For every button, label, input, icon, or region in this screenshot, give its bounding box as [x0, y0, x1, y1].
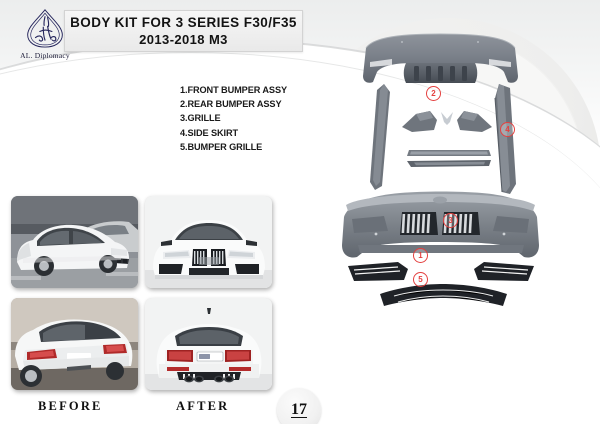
part-rear-bumper-assy [363, 33, 518, 83]
part-side-skirt-left [370, 84, 390, 190]
parts-list: 1.FRONT BUMPER ASSY 2.REAR BUMPER ASSY 3… [180, 83, 315, 154]
brand-name: AL. Diplomacy [20, 51, 70, 60]
part-bumper-winglets [402, 111, 492, 132]
page-number: 17 [291, 401, 307, 418]
arabic-calligraphy-teardrop-logo-icon [27, 9, 63, 48]
callout-4: 4 [500, 122, 515, 137]
part-side-skirt-right [494, 84, 516, 194]
part-front-splitter-strips [407, 150, 491, 167]
label-before: BEFORE [38, 399, 103, 413]
photo-after-rear [145, 298, 272, 390]
part-front-lower-splitter [380, 284, 507, 306]
parts-list-item-3: 3.GRILLE [180, 113, 221, 124]
callout-1: 1 [413, 248, 428, 263]
page-title: BODY KIT FOR 3 SERIES F30/F35 2013-2018 … [64, 10, 303, 52]
brand-logo: AL. Diplomacy [6, 6, 84, 68]
title-line-2: 2013-2018 M3 [139, 32, 228, 47]
parts-list-item-1: 1.FRONT BUMPER ASSY [180, 85, 287, 95]
photo-after-front [145, 196, 272, 288]
title-line-1: BODY KIT FOR 3 SERIES F30/F35 [70, 15, 297, 30]
callout-3: 3 [443, 213, 458, 228]
parts-list-item-2: 2.REAR BUMPER ASSY [180, 99, 282, 110]
photo-before-rear [11, 298, 138, 390]
callout-2: 2 [426, 86, 441, 101]
page-number-badge: 17 [277, 388, 321, 424]
part-bumper-grille-side-pieces [348, 262, 534, 281]
parts-list-item-5: 5.BUMPER GRILLE [180, 141, 263, 152]
photo-before-front [11, 196, 138, 288]
callout-5: 5 [413, 272, 428, 287]
exploded-body-kit-view: 2 4 3 1 5 [300, 22, 600, 322]
parts-list-item-4: 4.SIDE SKIRT [180, 127, 239, 138]
part-front-bumper-assy [342, 191, 539, 258]
label-after: AFTER [176, 399, 230, 413]
